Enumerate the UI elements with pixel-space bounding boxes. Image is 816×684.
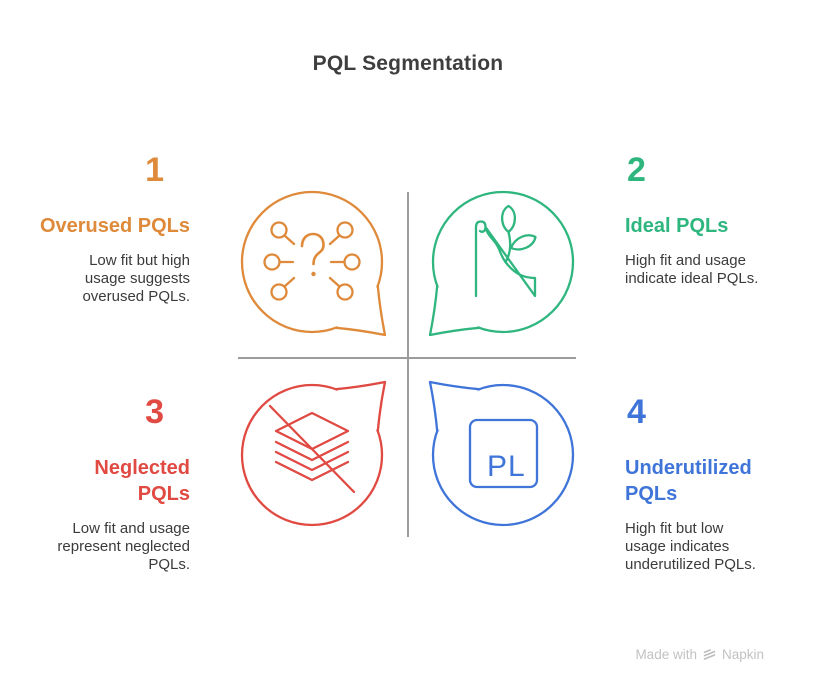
quadrant-4-description: High fit but low usage indicates underut… <box>625 520 756 573</box>
page-title: PQL Segmentation <box>312 52 504 75</box>
watermark: Made with Napkin <box>635 647 764 662</box>
watermark-prefix: Made with <box>635 647 697 662</box>
quadrant-3-heading: Neglected PQLs <box>94 457 190 505</box>
speech-bubble-underutilized: PL <box>428 380 575 527</box>
ignored-documents-icon <box>268 404 356 494</box>
axis-horizontal-line <box>238 357 576 359</box>
quadrant-3-number: 3 <box>145 393 164 431</box>
quadrant-1-number: 1 <box>145 151 164 189</box>
quadrant-1-description: Low fit but high usage suggests overused… <box>82 252 190 305</box>
quadrant-3-neglected: 3 Neglected PQLs Low fit and usage repre… <box>38 394 190 574</box>
speech-bubble-neglected <box>240 380 387 527</box>
quadrant-3-description: Low fit and usage represent neglected PQ… <box>57 520 190 573</box>
quadrant-1-heading: Overused PQLs <box>39 215 190 237</box>
quadrant-1-overused: 1 Overused PQLs Low fit but high usage s… <box>38 152 190 306</box>
quadrant-2-heading: Ideal PQLs <box>625 215 729 237</box>
quadrant-2-ideal: 2 Ideal PQLs High fit and usage indicate… <box>625 152 777 288</box>
pl-badge-icon: PL <box>468 418 539 489</box>
axis-vertical-line <box>407 192 409 537</box>
quadrant-4-number: 4 <box>627 393 646 431</box>
speech-bubble-ideal <box>428 190 575 337</box>
growth-plant-icon <box>474 204 537 298</box>
speech-bubble-overused <box>240 190 387 337</box>
napkin-logo-icon <box>703 649 716 660</box>
quadrant-2-number: 2 <box>627 151 646 189</box>
quadrant-2-description: High fit and usage indicate ideal PQLs. <box>625 252 759 287</box>
quadrant-4-underutilized: 4 Underutilized PQLs High fit but low us… <box>625 394 777 574</box>
network-question-icon <box>263 221 361 301</box>
watermark-brand: Napkin <box>721 647 764 662</box>
pl-badge-label: PL <box>487 450 526 483</box>
quadrant-4-heading: Underutilized PQLs <box>625 457 752 505</box>
